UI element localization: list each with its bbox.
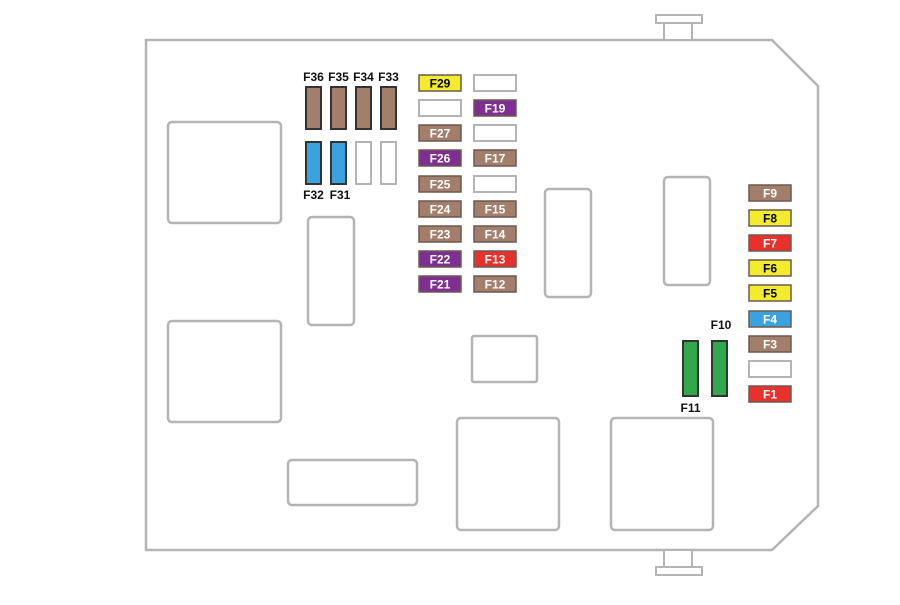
relay-slot-upper-left [166, 120, 283, 225]
fuse-F29[interactable]: F29 [418, 74, 462, 92]
fuse-label: F14 [485, 228, 506, 242]
fuse-F19[interactable]: F19 [473, 99, 517, 117]
relay-slot-lower-left [166, 319, 283, 424]
fuse-F24[interactable]: F24 [418, 200, 462, 218]
fuse-label: F25 [430, 178, 451, 192]
empty-fuse-slot [473, 175, 517, 193]
fuse-F15[interactable]: F15 [473, 200, 517, 218]
top-clip [655, 14, 703, 41]
fuse-F32[interactable]: F32 [303, 141, 324, 202]
fuse-label: F12 [485, 278, 506, 292]
fuse-F17[interactable]: F17 [473, 149, 517, 167]
empty-fuse-slot [473, 124, 517, 142]
fuse-F25[interactable]: F25 [418, 175, 462, 193]
fuse-F33[interactable]: F33 [378, 70, 399, 130]
fuse-F26[interactable]: F26 [418, 149, 462, 167]
fuse-label: F19 [485, 102, 506, 116]
fuse-F36[interactable]: F36 [303, 70, 324, 130]
fuse-F35[interactable]: F35 [328, 70, 349, 130]
fuse-label: F22 [430, 253, 451, 267]
relay-slot-right-tall [662, 175, 712, 287]
empty-fuse-slot [418, 99, 462, 117]
fuse-label: F24 [430, 203, 451, 217]
fuse-F1[interactable]: F1 [748, 385, 792, 403]
fuse-F3[interactable]: F3 [748, 335, 792, 353]
fuse-F21[interactable]: F21 [418, 275, 462, 293]
fuse-label: F27 [430, 127, 451, 141]
fuse-label: F11 [680, 401, 700, 415]
relay-slot-tall-left [306, 215, 356, 327]
fuse-F23[interactable]: F23 [418, 225, 462, 243]
fuse-label: F29 [430, 77, 451, 91]
fuse-label: F4 [763, 313, 777, 327]
empty-fuse-slot [355, 141, 372, 185]
fuse-label: F31 [330, 188, 351, 202]
relay-slot-bottom-center [455, 416, 561, 532]
fuse-label: F5 [763, 287, 777, 301]
fuse-F12[interactable]: F12 [473, 275, 517, 293]
fuse-F34[interactable]: F34 [353, 70, 374, 130]
fuse-label: F21 [430, 278, 451, 292]
fuse-F6[interactable]: F6 [748, 259, 792, 277]
fuse-label: F3 [763, 338, 777, 352]
fuse-label: F33 [378, 70, 399, 84]
fuse-label: F15 [485, 203, 506, 217]
fuse-F13[interactable]: F13 [473, 250, 517, 268]
fuse-label: F23 [430, 228, 451, 242]
fuse-label: F26 [430, 152, 451, 166]
fuse-F9[interactable]: F9 [748, 184, 792, 202]
fuse-label: F34 [353, 70, 374, 84]
fuse-F31[interactable]: F31 [330, 141, 351, 202]
empty-fuse-slot [380, 141, 397, 185]
fuse-F7[interactable]: F7 [748, 234, 792, 252]
relay-slot-bottom-wide [286, 458, 419, 507]
fuse-F27[interactable]: F27 [418, 124, 462, 142]
fuse-label: F36 [303, 70, 324, 84]
fuse-F4[interactable]: F4 [748, 310, 792, 328]
empty-fuse-slot [473, 74, 517, 92]
fuse-F11[interactable]: F11 [680, 340, 701, 415]
fuse-F10[interactable]: F10 [711, 318, 732, 397]
relay-slot-center-tall [543, 187, 593, 299]
fuse-F8[interactable]: F8 [748, 209, 792, 227]
fuse-label: F8 [763, 212, 777, 226]
fuse-label: F35 [328, 70, 349, 84]
fuse-F14[interactable]: F14 [473, 225, 517, 243]
fuse-label: F17 [485, 152, 506, 166]
fuse-label: F32 [303, 188, 324, 202]
relay-slot-center-small [470, 334, 539, 384]
bottom-clip [655, 549, 703, 576]
fuse-label: F1 [763, 388, 777, 402]
fuse-label: F6 [763, 262, 777, 276]
fuse-F5[interactable]: F5 [748, 284, 792, 302]
fuse-label: F7 [763, 237, 777, 251]
empty-fuse-slot [748, 360, 792, 378]
fuse-label: F13 [485, 253, 506, 267]
relay-slot-bottom-right [609, 416, 715, 532]
fuse-F22[interactable]: F22 [418, 250, 462, 268]
fuse-label: F9 [763, 187, 777, 201]
fuse-label: F10 [711, 318, 732, 332]
